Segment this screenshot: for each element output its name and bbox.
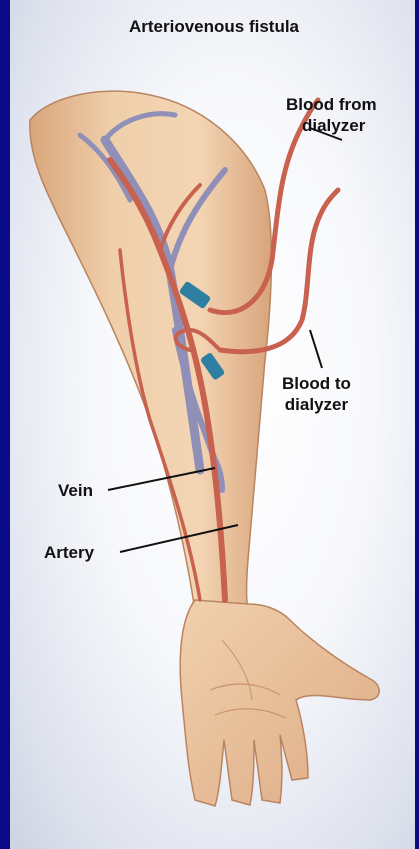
label-blood-to-line1: Blood to — [282, 373, 351, 394]
hand — [180, 600, 379, 806]
label-blood-to-line2: dialyzer — [282, 394, 351, 415]
label-blood-from-line2: dialyzer — [286, 115, 377, 136]
label-vein: Vein — [58, 480, 93, 501]
label-artery: Artery — [44, 542, 94, 563]
label-blood-from-dialyzer: Blood from dialyzer — [286, 94, 377, 136]
diagram-frame: Arteriovenous fistula Blood from dialyze… — [10, 0, 415, 849]
leader-blood-to — [310, 330, 322, 368]
label-blood-from-line1: Blood from — [286, 94, 377, 115]
label-blood-to-dialyzer: Blood to dialyzer — [282, 373, 351, 415]
diagram-title: Arteriovenous fistula — [94, 16, 334, 37]
